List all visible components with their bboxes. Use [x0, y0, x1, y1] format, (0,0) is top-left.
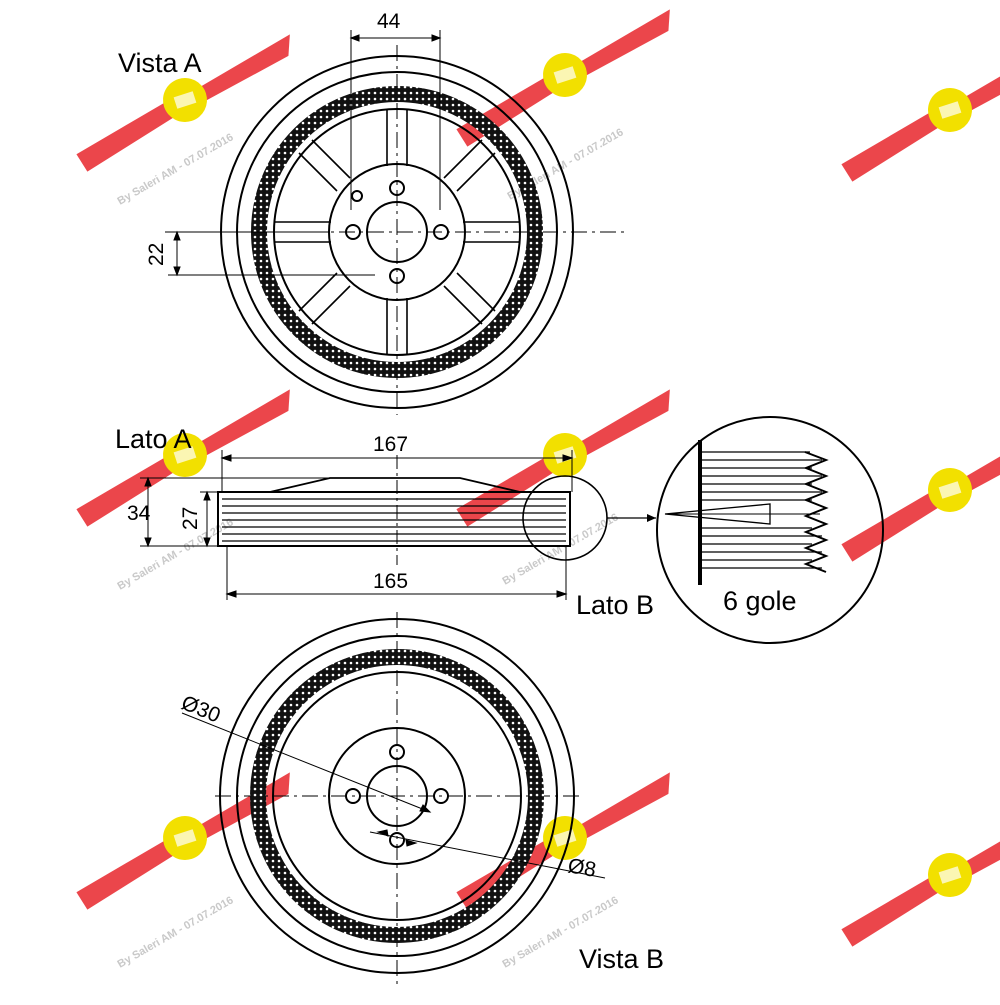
dimension-label-d30: Ø30 — [178, 691, 223, 727]
groove-lines — [222, 498, 566, 542]
dimension-label-34: 34 — [127, 502, 151, 525]
watermark-text: By Saleri AM - 07.07.2016 — [116, 894, 236, 970]
watermark-text: By Saleri AM - 07.07.2016 — [501, 511, 621, 587]
bolt-hole — [433, 224, 449, 240]
lato-a-side-view — [140, 450, 656, 600]
outer-rim-inner — [236, 635, 558, 957]
dimension-label-22: 22 — [145, 243, 168, 266]
knurled-ring — [250, 649, 544, 943]
vista-b-view — [181, 612, 606, 985]
dimension-165 — [225, 546, 568, 600]
hub-outer — [328, 727, 466, 865]
spokes — [275, 110, 519, 354]
dimension-diameter-8 — [369, 829, 606, 879]
dimension-label-44: 44 — [377, 10, 401, 33]
dimension-label-d8: Ø8 — [566, 854, 598, 882]
pin-hole — [351, 190, 363, 202]
dimension-34 — [140, 476, 330, 548]
outer-rim — [219, 618, 575, 974]
hub-profile — [269, 477, 521, 493]
dimension-44 — [349, 30, 442, 210]
bolt-hole — [433, 788, 449, 804]
dimension-diameter-30 — [181, 712, 432, 813]
dimension-label-167: 167 — [373, 433, 408, 456]
hub-center-bore — [366, 201, 428, 263]
bolt-hole — [389, 180, 405, 196]
watermark-logo — [826, 809, 1000, 949]
label-lato-a: Lato A — [115, 424, 192, 454]
watermark-logo — [441, 772, 691, 912]
pulley-body — [217, 491, 571, 547]
vista-a-view — [165, 30, 625, 415]
bolt-hole — [345, 788, 361, 804]
detail-fill-lines — [700, 451, 822, 569]
dimension-label-165: 165 — [373, 570, 408, 593]
groove-profile — [803, 451, 829, 573]
label-vista-b: Vista B — [579, 944, 664, 974]
dimension-27 — [200, 490, 218, 548]
label-lato-b: Lato B — [576, 590, 654, 620]
dimension-22 — [168, 230, 375, 277]
dimension-label-27: 27 — [179, 507, 202, 530]
inner-ring — [272, 671, 522, 921]
dimension-167 — [220, 450, 574, 492]
label-6-gole: 6 gole — [723, 586, 797, 616]
hub-center-bore — [366, 765, 428, 827]
groove-detail-view — [656, 416, 884, 644]
bolt-hole — [389, 832, 405, 848]
watermark-logo — [826, 424, 1000, 564]
watermark-logo — [826, 44, 1000, 184]
watermark-text: By Saleri AM - 07.07.2016 — [116, 131, 236, 207]
bolt-hole — [345, 224, 361, 240]
detail-circle — [656, 416, 884, 644]
bolt-hole — [389, 268, 405, 284]
label-vista-a: Vista A — [118, 48, 202, 78]
bolt-hole — [389, 744, 405, 760]
